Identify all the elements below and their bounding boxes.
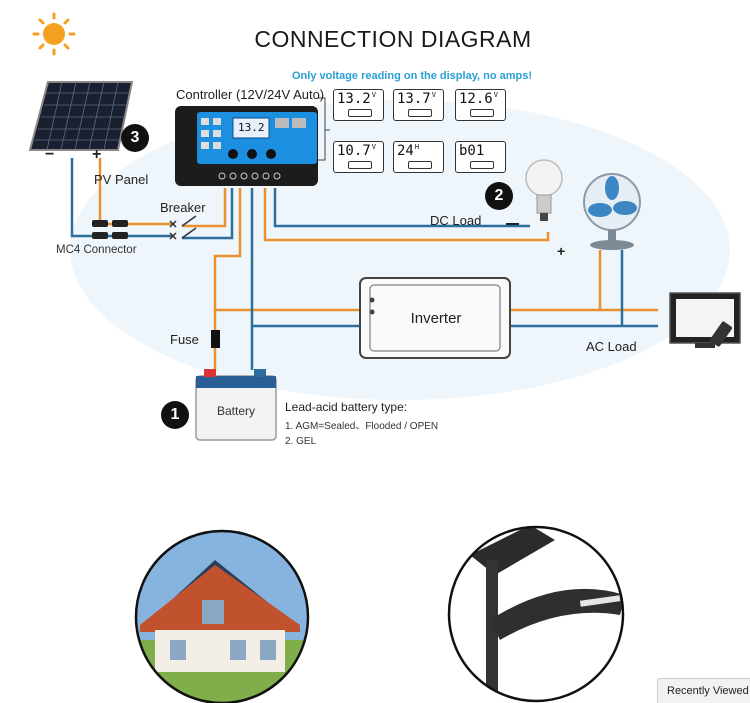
house-photo: [134, 529, 310, 703]
battery-icon: [348, 109, 372, 117]
pv-minus-sign: −: [45, 146, 55, 163]
battery-icon: [408, 109, 432, 117]
negative-wires: [70, 158, 658, 370]
sun-icon: [32, 12, 76, 56]
battery-label: Battery: [216, 404, 255, 418]
dc-plus-sign: +: [557, 243, 566, 259]
lcd-display: 13.2V: [333, 89, 384, 121]
street-light-photo: [447, 525, 625, 703]
badge-pv: 3: [121, 124, 149, 152]
battery-type-heading: Lead-acid battery type:: [285, 400, 408, 414]
inverter-icon: [359, 277, 511, 359]
badge-battery: 1: [161, 401, 189, 429]
pv-plus-sign: +: [92, 146, 102, 163]
battery-type-line: 1. AGM=Sealed、Flooded / OPEN: [285, 421, 439, 432]
lcd-display: 10.7V: [333, 141, 384, 173]
lcd-display: 13.7V: [393, 89, 444, 121]
fan-icon: [583, 173, 641, 250]
lcd-display: 12.6V: [455, 89, 506, 121]
battery-icon: [408, 161, 432, 169]
breaker-icon: [169, 215, 197, 240]
battery-icon: [348, 161, 372, 169]
controller-callout: [318, 97, 330, 161]
controller-label: Controller (12V/24V Auto): [176, 87, 325, 102]
display-note: Only voltage reading on the display, no …: [292, 70, 533, 82]
fuse-icon: [211, 330, 220, 348]
controller-icon: [175, 106, 318, 186]
ac-load-label: AC Load: [586, 339, 637, 354]
mc4-connector-icon: [92, 220, 128, 239]
page-title: CONNECTION DIAGRAM: [254, 26, 532, 52]
battery-icon: [470, 109, 494, 117]
tv-icon: [669, 292, 741, 348]
recently-viewed-tab[interactable]: Recently Viewed: [657, 678, 750, 703]
pv-panel-icon: [28, 81, 134, 151]
inverter-label: Inverter: [410, 310, 462, 327]
fuse-label: Fuse: [170, 332, 199, 347]
battery-icon: [470, 161, 494, 169]
pv-panel-label: PV Panel: [94, 172, 149, 187]
mc4-connector-label: MC4 Connector: [56, 244, 137, 256]
battery-type-line: 2. GEL: [285, 436, 317, 447]
controller-screen-reading: 13.2: [238, 121, 265, 134]
lcd-display: 24H: [393, 141, 444, 173]
breaker-label: Breaker: [160, 200, 206, 215]
battery-type-notes: Lead-acid battery type: 1. AGM=Sealed、Fl…: [285, 400, 438, 447]
lcd-display: b01: [455, 141, 506, 173]
bulb-icon: [525, 159, 563, 221]
badge-dc-load: 2: [485, 182, 513, 210]
battery-icon: [195, 369, 277, 441]
dc-load-label: DC Load: [430, 213, 482, 228]
